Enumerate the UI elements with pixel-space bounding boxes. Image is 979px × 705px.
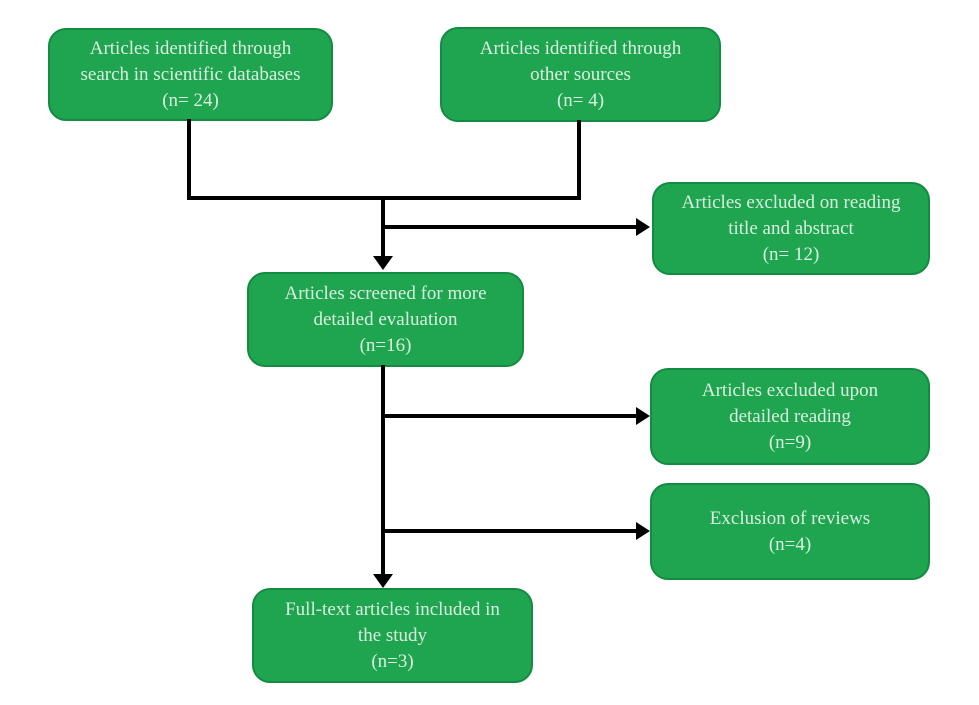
box-text-line: Articles excluded upon — [701, 379, 879, 401]
connector-to-exclusion-of-reviews — [381, 529, 636, 533]
connector-to-excluded-title-abstract — [381, 225, 636, 229]
box-count-line: (n=3) — [371, 650, 414, 672]
box-text-line: the study — [357, 624, 428, 646]
connector-to-excluded-detailed-reading — [381, 414, 636, 418]
arrowhead-down-to-screened — [373, 256, 393, 270]
box-text-line: Full-text articles included in — [285, 598, 500, 620]
arrowhead-right-to-excluded-title-abstract — [636, 218, 650, 236]
box-text-line: other sources — [530, 63, 631, 85]
box-identified-databases: Articles identified through search in sc… — [48, 28, 333, 121]
box-text-line: search in scientific databases — [80, 63, 301, 85]
box-count-line: (n=16) — [359, 334, 412, 356]
box-count-line: (n= 4) — [556, 89, 605, 111]
box-excluded-detailed-reading: Articles excluded upon detailed reading … — [650, 368, 930, 465]
box-exclusion-of-reviews: Exclusion of reviews (n=4) — [650, 483, 930, 580]
box-identified-other-sources: Articles identified through other source… — [440, 27, 721, 122]
box-count-line: (n= 24) — [162, 89, 219, 111]
box-text-line: Articles screened for more — [284, 282, 487, 304]
box-text-line: Articles excluded on reading — [681, 191, 901, 213]
box-fulltext-included: Full-text articles included in the study… — [252, 588, 533, 683]
box-text-line: detailed reading — [729, 405, 851, 427]
box-screened-detailed-evaluation: Articles screened for more detailed eval… — [247, 272, 524, 367]
box-text-line: Articles identified through — [89, 37, 292, 59]
connector-from-databases — [187, 119, 191, 200]
box-excluded-title-abstract: Articles excluded on reading title and a… — [652, 182, 930, 275]
box-text-line: Articles identified through — [479, 37, 682, 59]
box-text-line: Exclusion of reviews — [709, 507, 871, 529]
box-text-line: title and abstract — [728, 217, 854, 239]
box-count-line: (n=4) — [768, 533, 812, 555]
box-count-line: (n= 12) — [762, 243, 820, 265]
connector-screened-to-included — [381, 365, 385, 574]
arrowhead-down-to-included — [373, 574, 393, 588]
box-count-line: (n=9) — [768, 431, 812, 453]
box-text-line: detailed evaluation — [313, 308, 458, 330]
arrowhead-right-to-excluded-detailed-reading — [636, 407, 650, 425]
arrowhead-right-to-exclusion-of-reviews — [636, 522, 650, 540]
connector-from-other-sources — [577, 120, 581, 200]
